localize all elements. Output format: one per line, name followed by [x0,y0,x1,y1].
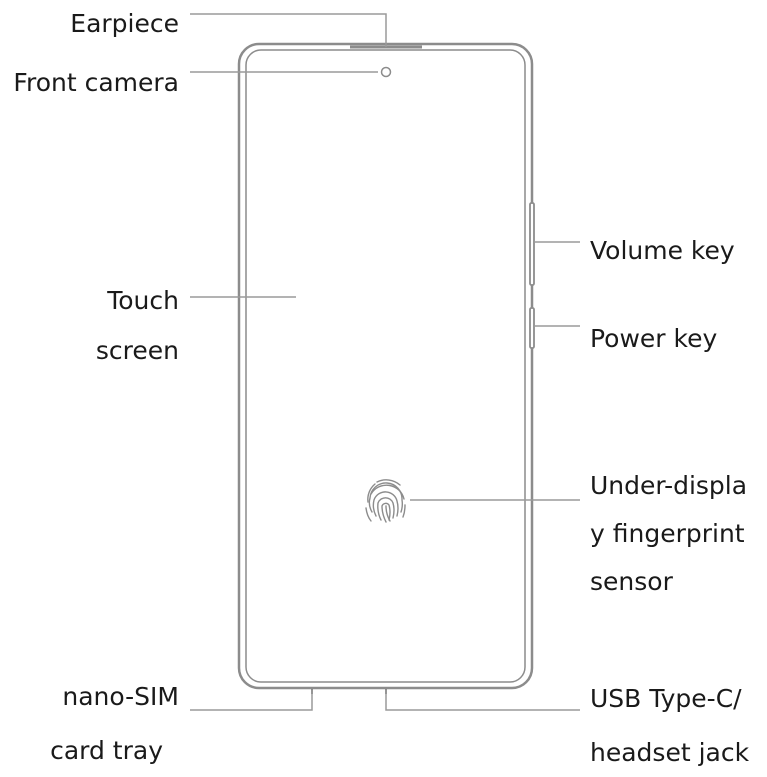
label-touch-screen-line1: Touch [107,286,179,315]
leader-usb [385,690,580,711]
power-key-button [529,307,535,349]
leader-sim-tray [190,690,313,711]
label-sim-tray-line2: card tray [50,736,163,765]
label-front-camera: Front camera [13,68,179,97]
phone-diagram [190,13,580,711]
phone-body [237,42,535,694]
fingerprint-icon [365,479,406,523]
label-power-key: Power key [590,324,718,353]
label-sim-tray-line1: nano-SIM [62,682,179,711]
leader-earpiece [190,13,387,47]
label-usb-line1: USB Type-C/ [590,684,742,713]
phone-outer-frame [237,42,534,690]
phone-screen-border [245,49,526,683]
front-camera-dot [380,66,392,78]
label-under-display-fingerprint: Under-displa y fingerprint sensor [590,462,767,592]
label-volume-key: Volume key [590,236,735,265]
label-under-display-line1: Under-displa [590,471,748,500]
label-under-display-line2: y fingerprint [590,519,745,548]
volume-key-button [529,202,535,286]
leader-lines [190,13,580,711]
label-usb-line2: headset jack [590,738,750,767]
label-under-display-line3: sensor [590,567,673,592]
label-touch-screen-line2: screen [95,336,179,365]
label-earpiece: Earpiece [70,9,179,38]
